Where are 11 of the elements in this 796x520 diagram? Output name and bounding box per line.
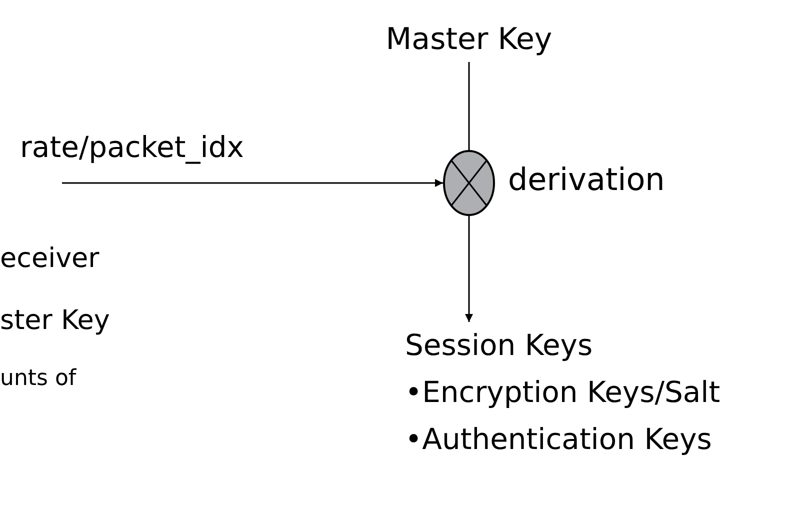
node-title: Session Keys — [405, 327, 594, 364]
bullet-item: •Encryption Keys/Salt — [405, 374, 722, 411]
arrow — [465, 216, 473, 322]
text-fragment: ster Key — [0, 305, 110, 338]
operation-label: derivation — [508, 162, 665, 200]
node-title: Master Key — [384, 21, 554, 59]
arrow — [62, 179, 443, 187]
text-fragment: eceiver — [0, 243, 100, 276]
bullet-item: •Authentication Keys — [405, 421, 713, 458]
edge-label: rate/packet_idx — [20, 130, 244, 165]
text-fragment: unts of — [0, 366, 76, 392]
